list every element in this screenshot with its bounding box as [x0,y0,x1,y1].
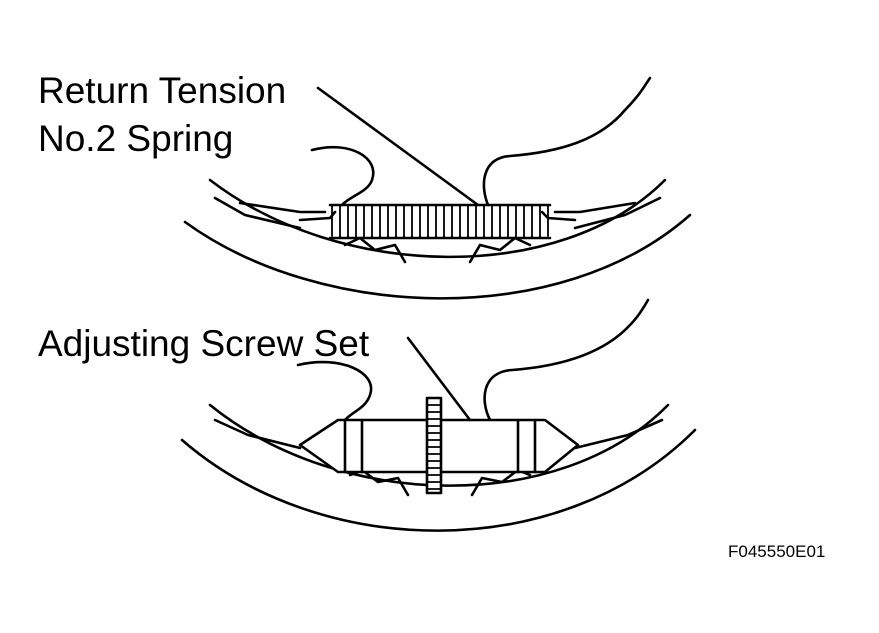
lower-brake-assembly [180,298,697,532]
lower-left-shoe [213,418,302,450]
spring-leader-line [316,86,480,207]
upper-backing-plate-outline [310,145,375,207]
adjuster-leader-line [406,336,472,422]
lower-left-clip [348,468,410,497]
upper-left-hook [298,210,337,222]
spring-label-line1: Return Tension [38,70,287,111]
adjuster-label: Adjusting Screw Set [38,323,370,364]
return-tension-spring [328,203,552,240]
spring-label-line2: No.2 Spring [38,118,234,159]
upper-left-clip [343,236,407,264]
figure-code: F045550E01 [728,542,826,561]
lower-backing-plate-right [483,298,650,422]
upper-drum-outer-arc [208,178,667,259]
lower-drum-inner-arc [180,428,697,532]
upper-right-shoe [553,196,662,230]
upper-backing-plate-right [482,76,652,207]
lower-drum-outer-arc [208,403,670,487]
upper-left-shoe [213,196,327,230]
upper-drum-inner-arc [183,213,692,300]
adjusting-screw-set [298,396,580,495]
upper-brake-assembly [183,76,692,300]
lower-right-clip [470,468,532,497]
lower-backing-plate-outline [296,360,373,422]
upper-right-clip [468,236,532,264]
lower-right-shoe [573,418,664,450]
